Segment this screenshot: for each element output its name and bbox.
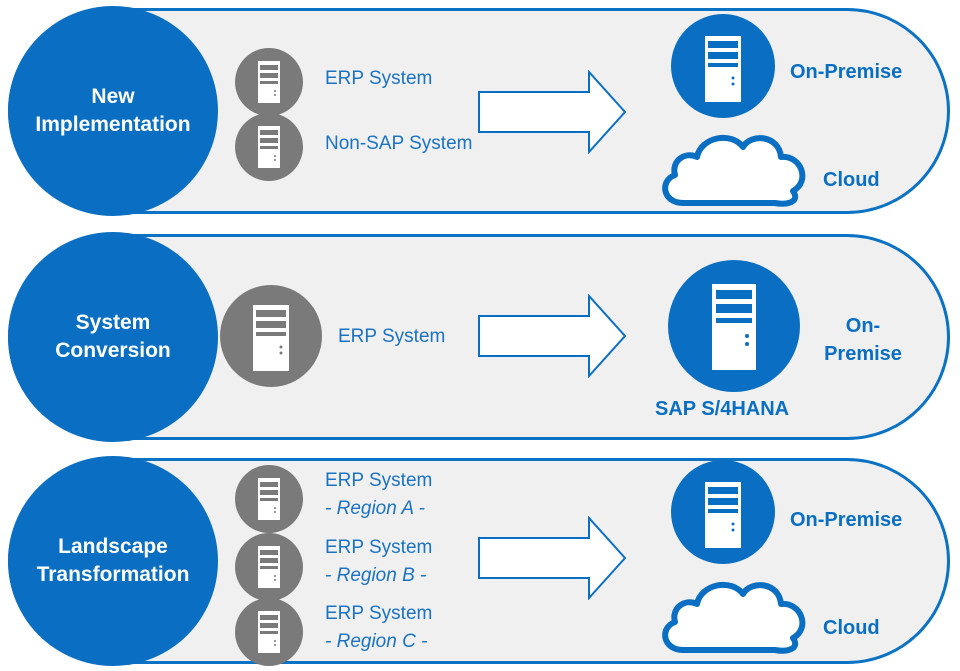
server-icon [235,533,303,601]
target-on-premise-line2: Premise [824,343,902,365]
source-label: ERP System [325,68,433,89]
server-icon [668,260,800,392]
title-circle-new-implementation: New Implementation [8,6,218,216]
cloud-icon [662,135,806,207]
target-on-premise-label: On-Premise [790,61,903,83]
target-on-premise-line1: On- [845,315,881,337]
server-icon [671,460,775,564]
title-circle-landscape-transformation: Landscape Transformation [8,456,218,666]
server-icon [220,285,322,387]
arrow-right-icon [478,516,627,600]
region-label: - Region A - [325,498,425,520]
region-label: - Region B - [325,565,426,587]
source-label: ERP System [325,603,433,624]
target-cloud-label: Cloud [823,617,880,639]
target-cloud-label: Cloud [823,169,880,191]
server-icon [671,14,775,118]
title-line1: New [91,85,135,108]
target-on-premise-label: On- Premise [808,312,918,368]
region-label: - Region C - [325,631,427,653]
title-line1: System [75,311,151,334]
arrow-right-icon [478,294,627,378]
server-icon [235,48,303,116]
source-label: ERP System [325,470,433,491]
title-line2: Implementation [35,113,191,136]
arrow-right-icon [478,70,627,154]
title-circle-system-conversion: System Conversion [8,232,218,442]
product-label: SAP S/4HANA [655,398,790,420]
region-text: - Region B - [325,565,427,586]
source-label: Non-SAP System [325,133,473,154]
title-line2: Transformation [36,563,190,586]
target-on-premise-label: On-Premise [790,509,903,531]
server-icon [235,113,303,181]
region-text: - Region C - [325,631,428,652]
source-label: ERP System [325,537,433,558]
server-icon [235,598,303,666]
title-line2: Conversion [55,339,171,362]
cloud-icon [662,582,806,654]
server-icon [235,465,303,533]
title-line1: Landscape [58,535,168,558]
source-label: ERP System [338,326,446,347]
region-text: - Region A - [325,498,425,519]
